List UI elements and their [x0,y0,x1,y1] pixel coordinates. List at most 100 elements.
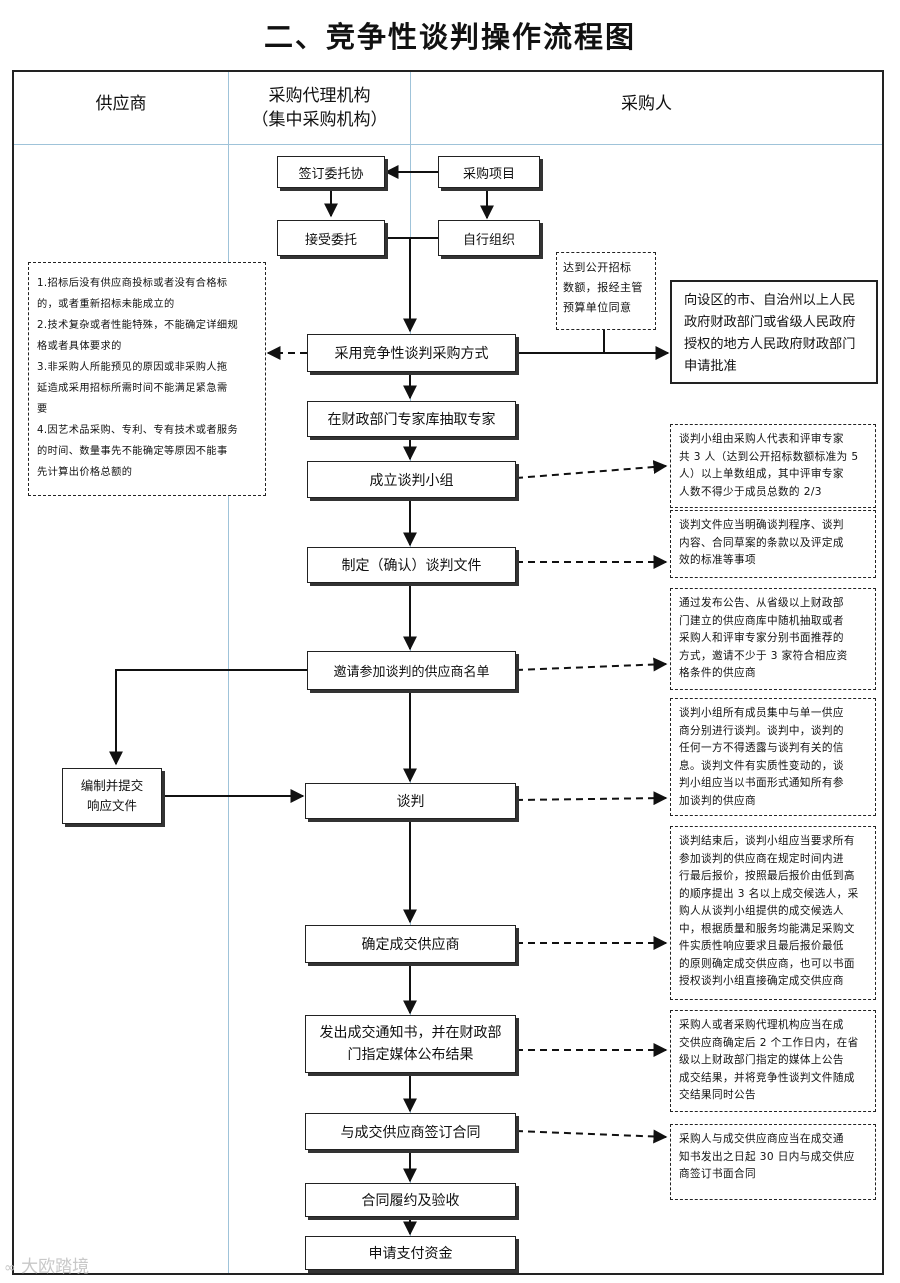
note-determine-line: 的顺序提出 3 名以上成交候选人，采 [679,887,859,900]
note-approval-line: 政府财政部门或省级人民政府 [684,315,856,330]
arrow-negotiate-to-note [515,791,668,806]
note-determine: 谈判结束后，谈判小组应当要求所有 参加谈判的供应商在规定时间内进 行最后报价，按… [670,826,876,1000]
note-determine-line: 行最后报价，按照最后报价由低到高 [679,870,855,882]
note-approval-line: 向设区的市、自治州以上人民 [684,293,856,308]
note-negotiate-line: 判小组应当以书面形式通知所有参 [679,777,844,789]
note-negotiate: 谈判小组所有成员集中与单一供应 商分别进行谈判。谈判中，谈判的 任何一方不得透露… [670,698,876,816]
note-conditions-line: 4.因艺术品采购、专利、专有技术或者服务 [37,425,239,436]
box-negotiate: 谈判 [305,783,516,819]
note-invite-line: 通过发布公告、从省级以上财政部 [679,597,844,609]
note-conditions: 1.招标后没有供应商投标或者没有合格标 的，或者重新招标未能成立的 2.技术复杂… [28,262,266,496]
arrow-team-to-note [515,460,668,479]
box-adopt-method: 采用竞争性谈判采购方式 [307,334,516,372]
note-docs-line: 谈判文件应当明确谈判程序、谈判 [679,519,844,531]
note-docs: 谈判文件应当明确谈判程序、谈判 内容、合同草案的条款以及评定成 效的标准等事项 [670,510,876,578]
note-approval-line: 授权的地方人民政府财政部门 [684,337,856,352]
note-contract: 采购人与成交供应商应当在成交通 知书发出之日起 30 日内与成交供应 商签订书面… [670,1124,876,1200]
box-invite-list: 邀请参加谈判的供应商名单 [307,651,516,690]
note-notice: 采购人或者采购代理机构应当在成 交供应商确定后 2 个工作日内，在省 级以上财政… [670,1010,876,1112]
note-determine-line: 的原则确定成交供应商，也可以书面 [679,957,855,970]
note-invite: 通过发布公告、从省级以上财政部 门建立的供应商库中随机抽取或者 采购人和评审专家… [670,588,876,690]
note-team-line: 共 3 人（达到公开招标数额标准为 5 [679,450,859,463]
note-invite-line: 门建立的供应商库中随机抽取或者 [679,614,844,627]
issue-notice-line2: 门指定媒体公布结果 [347,1047,474,1063]
note-contract-line: 商签订书面合同 [679,1168,756,1180]
note-approval-line: 申请批准 [684,359,737,374]
arrow-invite-to-prepare [109,669,307,766]
lane-header-agency: 采购代理机构 （集中采购机构） [229,84,410,132]
lane-header-purchaser: 采购人 [621,94,672,114]
note-conditions-line: 的，或者重新招标未能成立的 [37,299,175,310]
prepare-response-line1: 编制并提交 [80,778,144,793]
note-notice-line: 交结果同时公告 [679,1089,756,1101]
box-self-organize: 自行组织 [438,220,540,256]
watermark-text: 大欧踏境 [21,1257,90,1277]
note-negotiate-line: 加谈判的供应商 [679,794,756,807]
note-determine-line: 购人从谈判小组提供的成交候选人 [679,905,844,917]
box-perform: 合同履约及验收 [305,1183,516,1217]
watermark-icon: ∞ [4,1260,16,1276]
box-prepare-response: 编制并提交 响应文件 [62,768,162,824]
box-make-docs: 制定（确认）谈判文件 [307,547,516,583]
box-issue-notice: 发出成交通知书，并在财政部 门指定媒体公布结果 [305,1015,516,1073]
page-title: 二、竞争性谈判操作流程图 [263,20,636,54]
note-contract-line: 知书发出之日起 30 日内与成交供应 [679,1150,855,1163]
note-determine-line: 参加谈判的供应商在规定时间内进 [679,852,844,865]
box-sign-contract: 与成交供应商签订合同 [305,1113,516,1150]
arrow-contract-to-note [515,1129,668,1144]
note-determine-line: 授权谈判小组直接确定成交供应商 [679,975,844,987]
note-conditions-line: 3.非采购人所能预见的原因或非采购人拖 [37,362,228,373]
note-determine-line: 件实质性响应要求且最后报价最低 [679,940,844,952]
lane-divider-left [228,72,229,1273]
note-invite-line: 格条件的供应商 [679,667,756,679]
box-determine-supplier: 确定成交供应商 [305,925,516,963]
box-draw-experts: 在财政部门专家库抽取专家 [307,401,516,437]
lane-header-agency-line2: （集中采购机构） [251,110,388,130]
arrow-invite-to-note [515,657,668,672]
issue-notice-line1: 发出成交通知书，并在财政部 [319,1025,502,1041]
note-threshold-line: 达到公开招标 [563,261,632,274]
watermark: ∞ 大欧踏境 [4,1252,89,1277]
box-accept-entrust: 接受委托 [277,220,385,256]
lane-header-supplier: 供应商 [95,94,147,114]
flowchart-frame [12,70,884,1275]
note-team-line: 人）以上单数组成，其中评审专家 [679,468,844,480]
note-threshold-line: 预算单位同意 [563,301,632,314]
note-conditions-line: 先计算出价格总额的 [37,467,133,478]
box-purchase-project: 采购项目 [438,156,540,188]
box-form-team: 成立谈判小组 [307,461,516,498]
prepare-response-line2: 响应文件 [86,798,137,813]
box-sign-entrust: 签订委托协 [277,156,385,188]
note-invite-line: 采购人和评审专家分别书面推荐的 [679,632,844,644]
lane-header-divider [14,144,882,145]
note-negotiate-line: 息。谈判文件有实质性变动的，谈 [679,759,844,772]
note-determine-line: 谈判结束后，谈判小组应当要求所有 [679,835,855,847]
note-notice-line: 级以上财政部门指定的媒体上公告 [679,1054,844,1066]
note-conditions-line: 格或者具体要求的 [37,341,122,352]
note-team-line: 谈判小组由采购人代表和评审专家 [679,433,844,445]
note-conditions-line: 的时间、数量事先不能确定等原因不能事 [37,446,228,457]
lane-header-agency-line1: 采购代理机构 [268,86,371,106]
note-threshold: 达到公开招标 数额，报经主管 预算单位同意 [556,252,656,330]
note-notice-line: 采购人或者采购代理机构应当在成 [679,1019,844,1031]
note-notice-line: 成交结果，并将竞争性谈判文件随成 [679,1071,855,1084]
note-contract-line: 采购人与成交供应商应当在成交通 [679,1133,844,1145]
note-determine-line: 中，根据质量和服务均能满足采购文 [679,922,855,935]
note-negotiate-line: 谈判小组所有成员集中与单一供应 [679,707,844,719]
note-threshold-line: 数额，报经主管 [563,281,643,294]
note-invite-line: 方式，邀请不少于 3 家符合相应资 [679,649,848,662]
note-conditions-line: 2.技术复杂或者性能特殊，不能确定详细规 [37,320,239,331]
note-notice-line: 交供应商确定后 2 个工作日内，在省 [679,1036,859,1049]
note-docs-line: 内容、合同草案的条款以及评定成 [679,536,844,549]
note-negotiate-line: 任何一方不得透露与谈判有关的信 [679,742,844,754]
note-approval: 向设区的市、自治州以上人民 政府财政部门或省级人民政府 授权的地方人民政府财政部… [670,280,878,384]
note-conditions-line: 要 [37,404,48,415]
box-payment: 申请支付资金 [305,1236,516,1270]
note-team-line: 人数不得少于成员总数的 2/3 [679,485,822,498]
note-docs-line: 效的标准等事项 [679,554,756,566]
note-team: 谈判小组由采购人代表和评审专家 共 3 人（达到公开招标数额标准为 5 人）以上… [670,424,876,508]
note-negotiate-line: 商分别进行谈判。谈判中，谈判的 [679,724,844,737]
note-conditions-line: 延造成采用招标所需时间不能满足紧急需 [37,383,228,394]
note-conditions-line: 1.招标后没有供应商投标或者没有合格标 [37,278,228,289]
